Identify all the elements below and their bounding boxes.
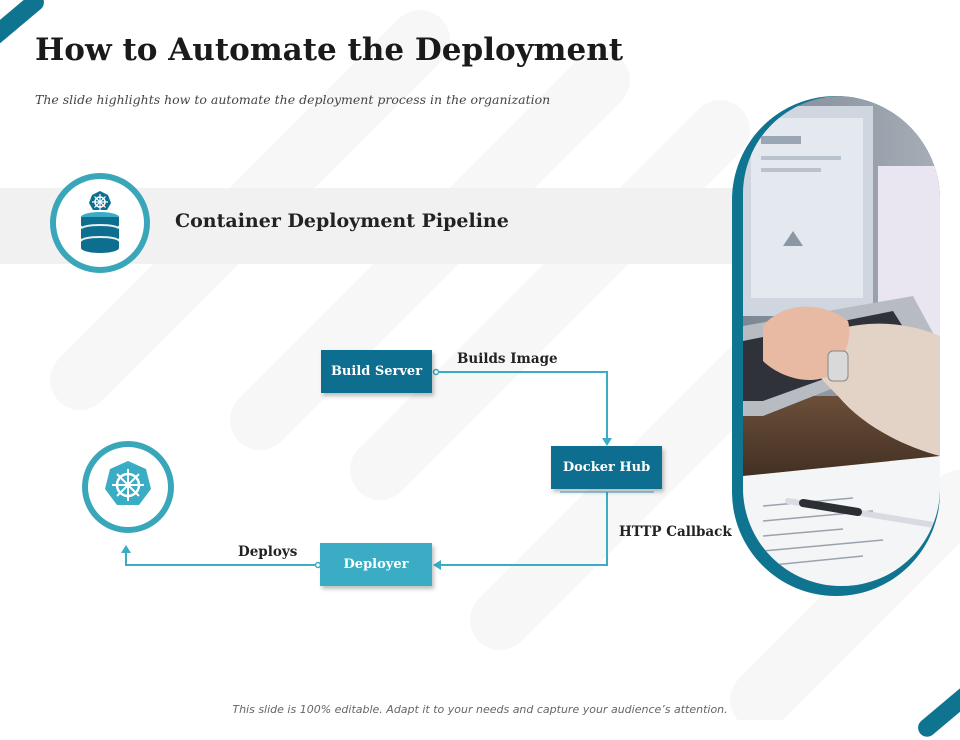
slide-footer: This slide is 100% editable. Adapt it to… (232, 703, 728, 716)
slide-title: How to Automate the Deployment (35, 32, 624, 68)
slide-subtitle: The slide highlights how to automate the… (35, 92, 551, 107)
laptop-desk-photo (743, 96, 940, 586)
builds-image-label: Builds Image (457, 351, 558, 367)
flow-connectors (121, 368, 654, 570)
section-title: Container Deployment Pipeline (175, 210, 509, 232)
http-callback-label: HTTP Callback (619, 524, 732, 540)
database-badge (50, 173, 150, 273)
deployer-box: Deployer (320, 543, 432, 586)
docker-hub-box: Docker Hub (551, 446, 662, 489)
photo-frame (732, 96, 940, 596)
build-server-box: Build Server (321, 350, 432, 393)
kubernetes-badge (82, 441, 174, 533)
kubernetes-helm-icon (105, 461, 151, 505)
deploys-label: Deploys (238, 544, 298, 560)
database-with-helm-icon (81, 191, 119, 253)
